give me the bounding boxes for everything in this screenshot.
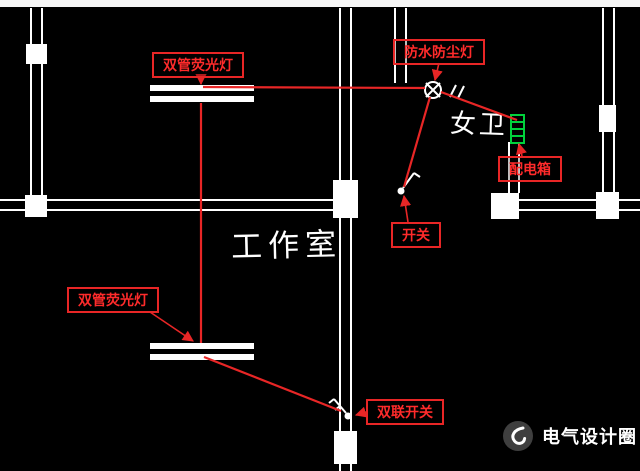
column [334,431,357,464]
annotation-double-switch: 双联开关 [366,399,444,425]
walls [0,8,640,471]
circuit-wires [199,85,518,413]
column [599,105,616,132]
waterproof-lamp-symbol [424,81,465,99]
distribution-box-symbol [510,114,525,144]
column [26,44,47,64]
column [333,180,358,218]
page-top-strip [0,0,640,7]
fluorescent-lamp-top-symbol [150,85,254,102]
annotation-lamp-top: 双管荧光灯 [152,52,244,78]
watermark-brand-text: 电气设计圈 [542,427,637,448]
column [25,195,47,217]
annotation-leaders [149,62,527,418]
annotation-waterproof-lamp: 防水防尘灯 [393,39,485,65]
switch-symbol [397,172,421,195]
column [491,193,519,219]
watermark: 电气设计圈 [502,420,637,452]
annotation-lamp-bottom: 双管荧光灯 [67,287,159,313]
annotation-switch: 开关 [391,222,441,248]
column [596,192,619,219]
watermark-logo-icon [503,421,533,451]
fluorescent-lamp-bottom-symbol [150,343,254,360]
annotation-distribution-box: 配电箱 [498,156,562,182]
